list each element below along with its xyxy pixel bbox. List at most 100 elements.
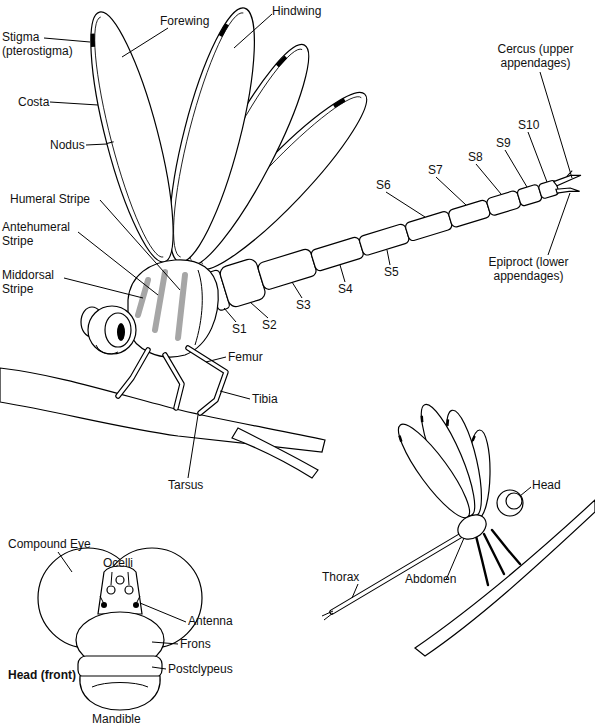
leader-line [122, 28, 168, 57]
segment-label: S5 [384, 265, 399, 279]
part-label: Cercus (upper appendages) [478, 42, 593, 70]
part-label: Tarsus [168, 478, 203, 492]
ocellus [107, 586, 115, 594]
leader-line [128, 572, 129, 585]
part-label: Mandible [92, 712, 141, 726]
wing-stigma [473, 436, 475, 441]
head-outline [88, 306, 136, 354]
ocellus [125, 586, 133, 594]
thorax [128, 260, 218, 357]
small-eye [506, 493, 522, 509]
leader-line [152, 667, 166, 669]
part-label: Forewing [160, 14, 209, 28]
leader-line [250, 302, 268, 318]
antenna-base [133, 602, 139, 608]
abdomen-segment [310, 236, 364, 272]
segment-label: S9 [496, 136, 511, 150]
segment-label: S3 [296, 298, 311, 312]
wing-stigma [277, 55, 286, 67]
abdomen-segment [486, 190, 522, 217]
part-label: Abdomen [405, 572, 456, 586]
leader-line [387, 250, 390, 265]
leader-line [188, 415, 198, 478]
leader-line [224, 308, 236, 322]
wing-stigma [420, 416, 424, 422]
wing-stigma [334, 97, 345, 108]
segment-label: S10 [518, 118, 539, 132]
small-appendages [322, 611, 333, 620]
leader-line [352, 584, 358, 598]
view-title: Head (front) [8, 668, 76, 682]
part-label: Antehumeral Stripe [2, 220, 80, 248]
part-label: Nodus [50, 138, 85, 152]
leg [165, 355, 182, 408]
ocellus [116, 576, 124, 584]
small-leg [492, 530, 520, 564]
leader-line [152, 642, 178, 644]
leader-line [78, 232, 158, 295]
part-label: Ocelli [103, 556, 133, 570]
segment-label: S4 [338, 282, 353, 296]
part-label: Epiproct (lower appendages) [466, 255, 591, 283]
leader-line [505, 150, 527, 187]
mouthparts [96, 345, 118, 354]
leader-line [386, 192, 425, 217]
epiproct [556, 183, 580, 198]
leader-line [140, 603, 186, 622]
leader-line [220, 391, 250, 399]
wing-outline [74, 6, 189, 269]
leg-fill [165, 355, 182, 408]
part-label: Thorax [322, 570, 359, 584]
leader-line [476, 164, 501, 194]
cercus-tooth [566, 171, 574, 177]
abdomen-segment [448, 199, 492, 228]
leader-line [50, 102, 98, 105]
part-label: Tibia [252, 392, 278, 406]
postclypeus [78, 656, 162, 678]
leader-line [100, 200, 180, 290]
leader-line [64, 278, 143, 298]
part-label: Frons [180, 637, 211, 651]
eye-pupil [117, 323, 125, 341]
wing-costa [80, 17, 163, 262]
leader-line [206, 357, 226, 362]
legs [118, 348, 226, 413]
mouth-line [92, 683, 148, 688]
part-label: Hindwing [272, 4, 321, 18]
part-label: Antenna [188, 614, 233, 628]
head-front-view [38, 548, 202, 710]
leader-line [540, 72, 572, 178]
small-thorax [454, 510, 491, 544]
abdomen-segment [404, 210, 453, 241]
leg [118, 350, 148, 396]
small-head [497, 490, 523, 516]
leader-line [111, 572, 112, 585]
humeral-stripe [178, 275, 185, 338]
head [81, 306, 136, 354]
thorax-suture [195, 270, 202, 345]
segment-label: S1 [232, 322, 247, 336]
leader-line [58, 552, 72, 572]
segment-label: S8 [468, 150, 483, 164]
leader-lines [44, 14, 572, 478]
leader-line [436, 177, 466, 205]
antenna-base [101, 602, 107, 608]
leader-line [548, 193, 570, 255]
wing-nodus [107, 142, 114, 144]
part-label: Middorsal Stripe [2, 268, 66, 296]
part-label: Compound Eye [8, 537, 91, 551]
abdomen-segment [358, 223, 410, 256]
leg-fill [188, 348, 226, 413]
twig-outline [232, 428, 318, 478]
segment-label: S2 [262, 318, 277, 332]
leg-fill [118, 350, 148, 396]
compound-eye [105, 313, 131, 347]
thorax-outline [128, 260, 218, 357]
leader-line [292, 282, 302, 298]
segment-label: S7 [428, 163, 443, 177]
small-dragonfly [322, 399, 595, 656]
branch-outline [0, 368, 325, 452]
wing-stigma [220, 23, 227, 36]
